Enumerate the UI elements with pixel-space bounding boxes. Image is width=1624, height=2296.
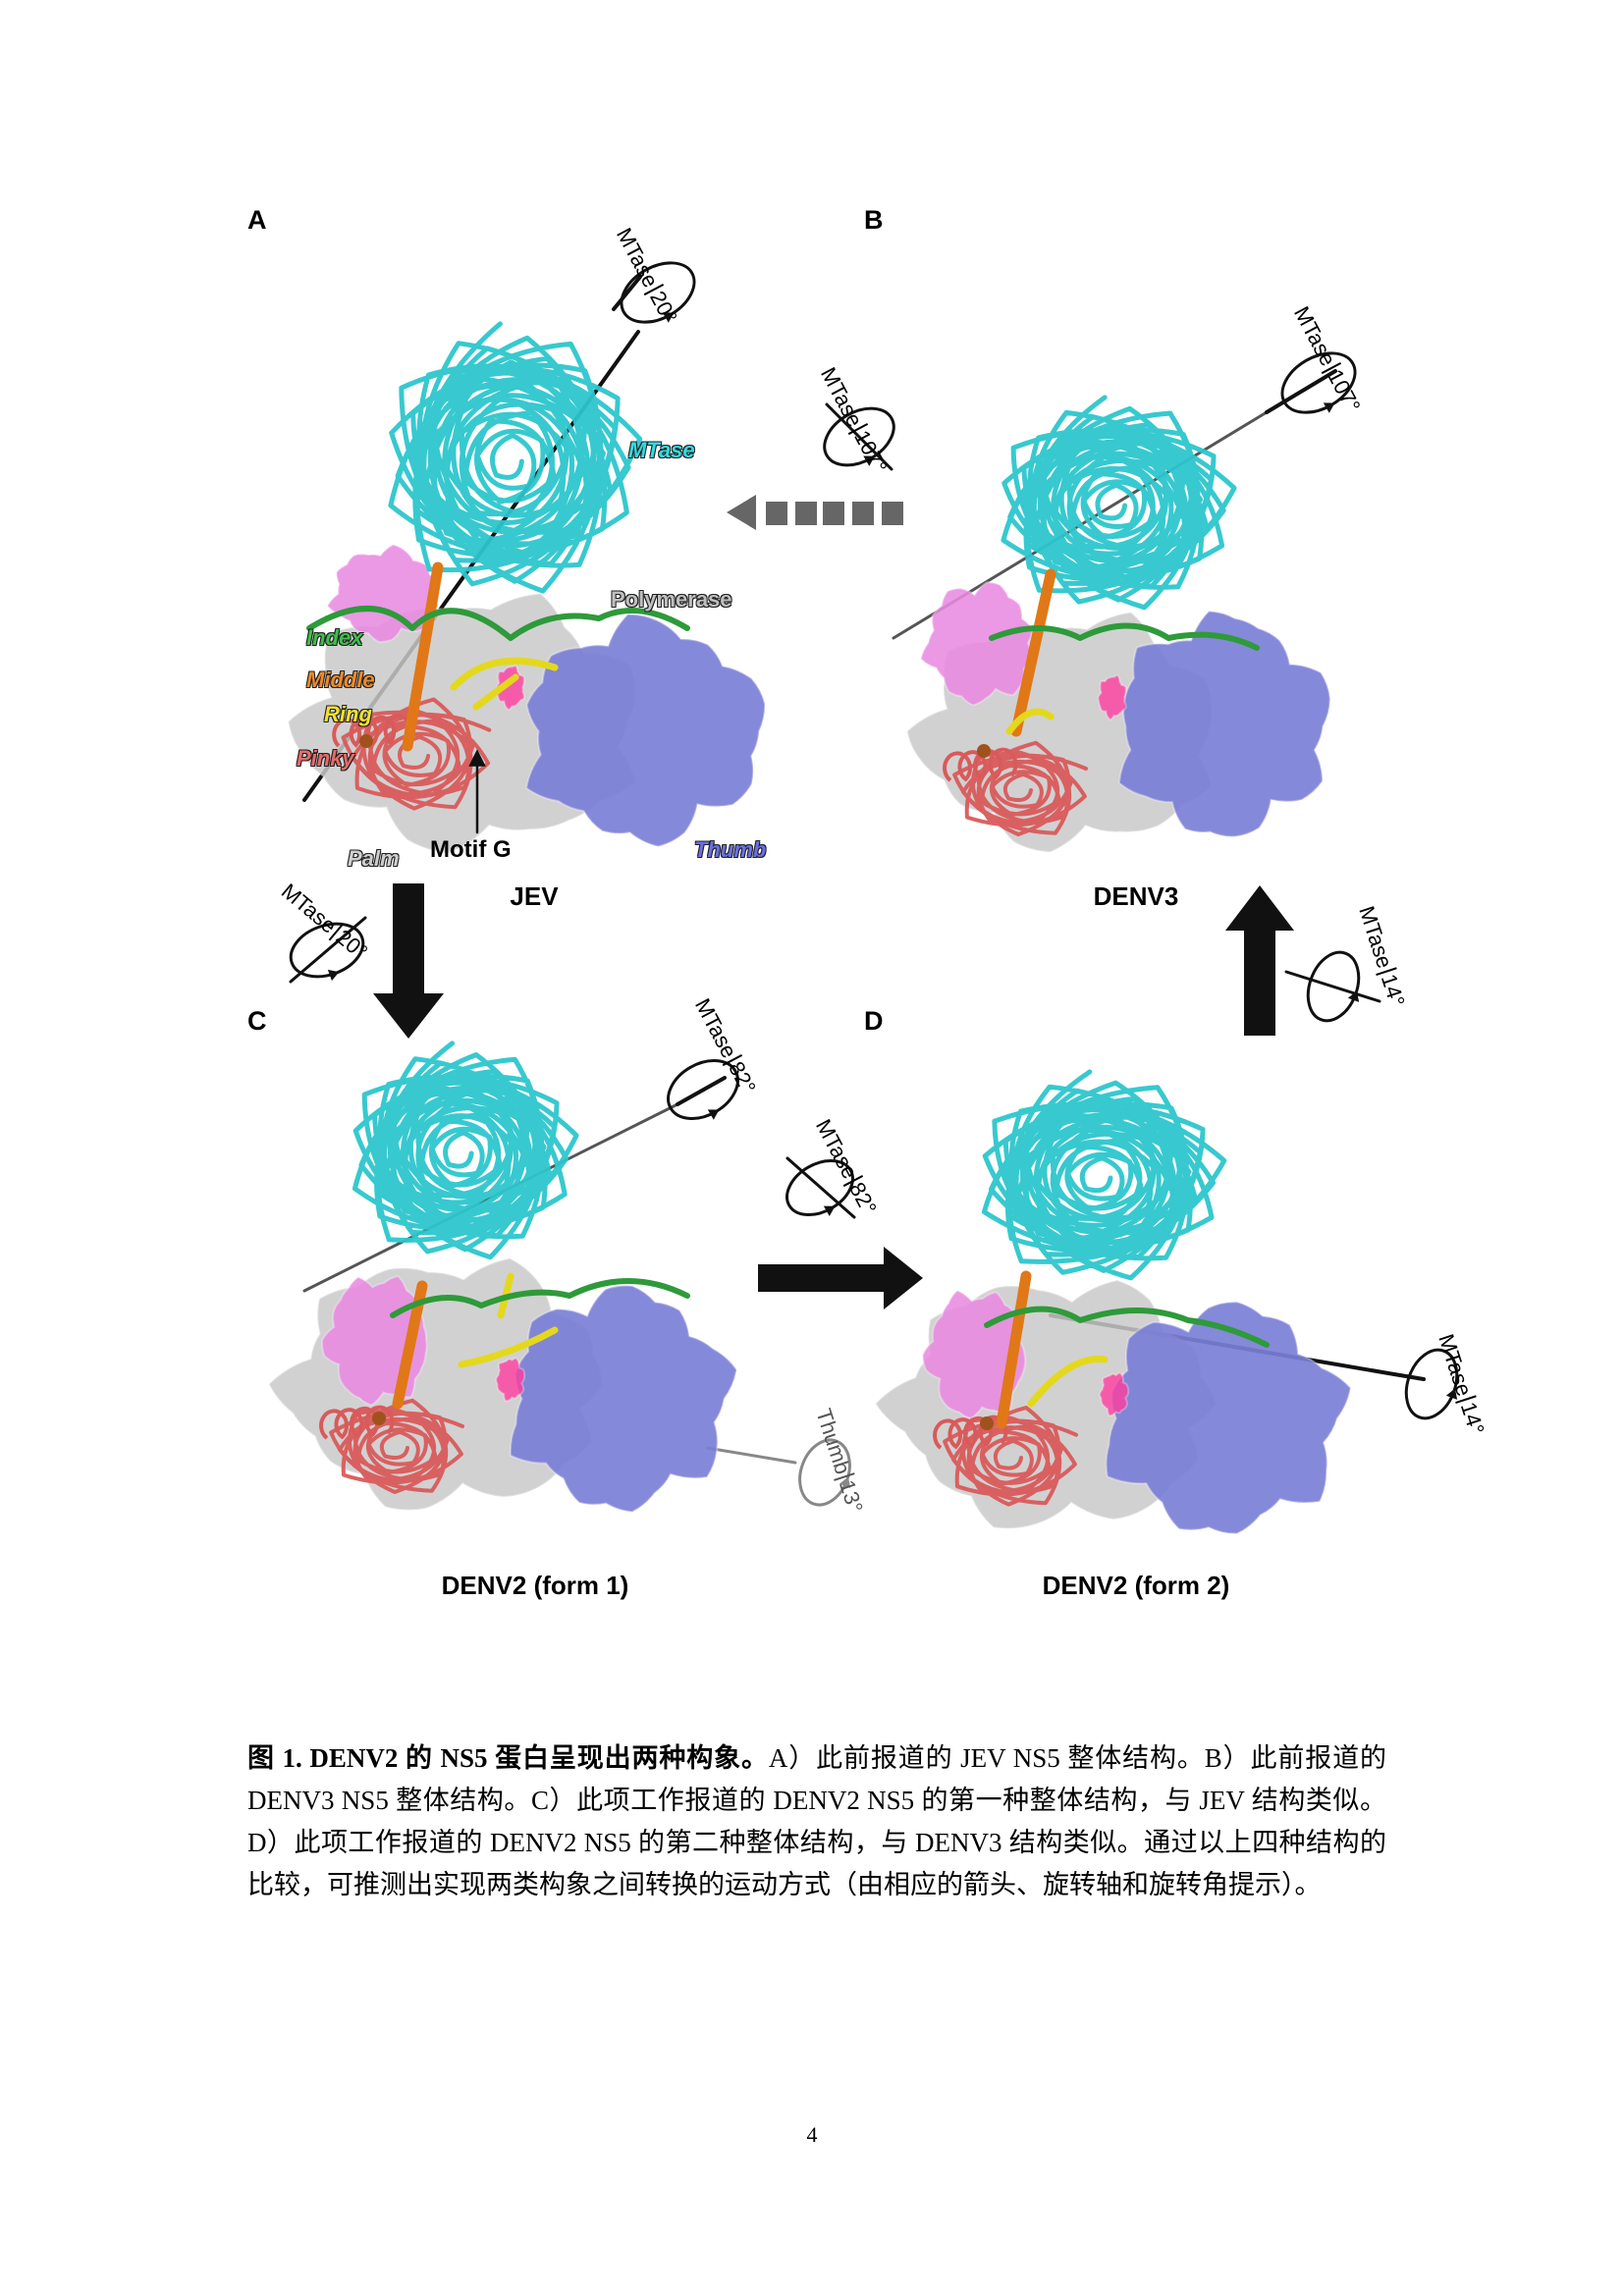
panel-letter-d: D xyxy=(864,1006,884,1036)
panel-a-pinky-cartoon xyxy=(341,697,492,811)
rotation-ring-c-to-d-arrowhead xyxy=(823,1205,836,1216)
figure-caption: 图 1. DENV2 的 NS5 蛋白呈现出两种构象。A）此前报道的 JEV N… xyxy=(247,1737,1386,1906)
arrow-b-to-a-dash-2 xyxy=(823,502,844,525)
panel-letter-a: A xyxy=(247,205,267,235)
rotation-axis-a-to-c xyxy=(289,916,367,984)
panel-b-pinky-cartoon xyxy=(952,740,1088,836)
label-thumb: Thumb xyxy=(694,837,767,862)
protein-name-denv2-form1: DENV2 (form 1) xyxy=(441,1571,629,1600)
panel-b-pinky-helix xyxy=(943,747,1018,782)
panel-letter-c: C xyxy=(247,1006,267,1036)
arrow-c-to-d xyxy=(758,1247,923,1309)
label-ring: Ring xyxy=(324,702,372,726)
rotation-ring-c-arrowhead xyxy=(707,1109,720,1120)
panel-c-index-loop xyxy=(390,1278,690,1318)
axis-c-mtase-tip xyxy=(676,1076,727,1106)
panel-d-mtase-cartoon xyxy=(981,1069,1227,1281)
panel-d-active-site xyxy=(1098,1371,1130,1417)
panel-d-thumb-surface xyxy=(1105,1301,1352,1535)
label-middle: Middle xyxy=(306,667,375,692)
panel-b-middle-strand xyxy=(1010,568,1056,737)
panel-d-middle-strand xyxy=(996,1270,1032,1429)
label-index: Index xyxy=(306,625,363,650)
panel-d-zinc-ion xyxy=(980,1416,994,1430)
label-mtase: MTase xyxy=(628,438,695,462)
axis-b-mtase-tip xyxy=(1265,369,1337,414)
panel-c-pinky-helix xyxy=(319,1405,395,1440)
figure-1: A B C D JEV DENV3 DENV2 (form 1) DENV2 (… xyxy=(247,205,1489,1600)
rotation-ring-b-to-a-arrowhead xyxy=(863,455,875,466)
arrow-b-to-a-dash-4 xyxy=(882,502,903,525)
arrow-b-to-a-dash-3 xyxy=(852,502,874,525)
rotation-ring-a-to-c-arrowhead xyxy=(327,969,340,982)
panel-b-active-site xyxy=(1097,673,1127,721)
panel-a-index-loop xyxy=(306,606,690,641)
axis-c-thumb xyxy=(705,1446,797,1465)
panel-b-extension-surface xyxy=(919,581,1034,707)
panel-a-ring-strand xyxy=(450,657,559,711)
panel-a-middle-strand xyxy=(402,561,444,752)
panel-c-mtase-cartoon xyxy=(352,1041,579,1260)
protein-name-denv2-form2: DENV2 (form 2) xyxy=(1042,1571,1230,1600)
label-pinky: Pinky xyxy=(297,746,354,771)
rotation-ring-d-arrowhead xyxy=(1445,1388,1458,1400)
label-polymerase: Polymerase xyxy=(611,587,732,612)
panel-b-index-loop xyxy=(989,622,1260,651)
arrow-b-to-a-head xyxy=(727,495,793,530)
panel-b-ring-strand xyxy=(1005,708,1055,735)
page-number: 4 xyxy=(806,2122,818,2147)
panel-c-pinky-cartoon xyxy=(329,1398,464,1494)
panel-d-index-loop xyxy=(984,1306,1270,1348)
rotation-axis-b-to-a xyxy=(825,402,893,471)
arrow-d-to-b xyxy=(1225,885,1294,1036)
rotation-ring-b-arrowhead xyxy=(1323,402,1335,413)
panel-c-thumb-surface xyxy=(509,1284,738,1514)
panel-letter-b: B xyxy=(864,205,884,235)
label-motif-g: Motif G xyxy=(430,836,512,863)
panel-b-mtase-cartoon xyxy=(1001,395,1237,611)
panel-a-thumb-surface xyxy=(525,613,767,848)
caption-lead: 图 1. DENV2 的 NS5 蛋白呈现出两种构象。 xyxy=(247,1743,769,1773)
rotation-ring-c-thumb-arrowhead xyxy=(839,1476,851,1488)
rotation-ring-a-arrowhead xyxy=(662,312,675,323)
protein-name-denv3: DENV3 xyxy=(1093,881,1179,911)
panel-d-ring-strand xyxy=(1027,1356,1109,1408)
panel-b-zinc-ion xyxy=(977,744,991,758)
arrow-b-to-a-dash-0 xyxy=(766,502,787,525)
rotation-axis-d-to-b xyxy=(1284,970,1381,1003)
panel-a-pinky-helix xyxy=(332,714,413,748)
panel-b-thumb-surface xyxy=(1117,610,1331,838)
label-palm: Palm xyxy=(348,846,400,871)
caption-body: A）此前报道的 JEV NS5 整体结构。B）此前报道的 DENV3 NS5 整… xyxy=(247,1743,1386,1899)
panel-c-zinc-ion xyxy=(372,1412,386,1425)
protein-structures-illustration xyxy=(267,261,1459,1535)
protein-name-jev: JEV xyxy=(510,881,559,911)
panel-a-mtase-cartoon xyxy=(388,321,643,594)
rotation-axis-c-to-d xyxy=(785,1156,856,1219)
panel-d-pinky-cartoon xyxy=(943,1406,1078,1507)
arrow-b-to-a-dash-1 xyxy=(795,502,817,525)
panel-a-zinc-ion xyxy=(359,734,373,748)
arrow-a-to-c xyxy=(373,883,444,1039)
axis-a-mtase-tip xyxy=(612,275,642,311)
panel-c-active-site xyxy=(495,1357,526,1402)
